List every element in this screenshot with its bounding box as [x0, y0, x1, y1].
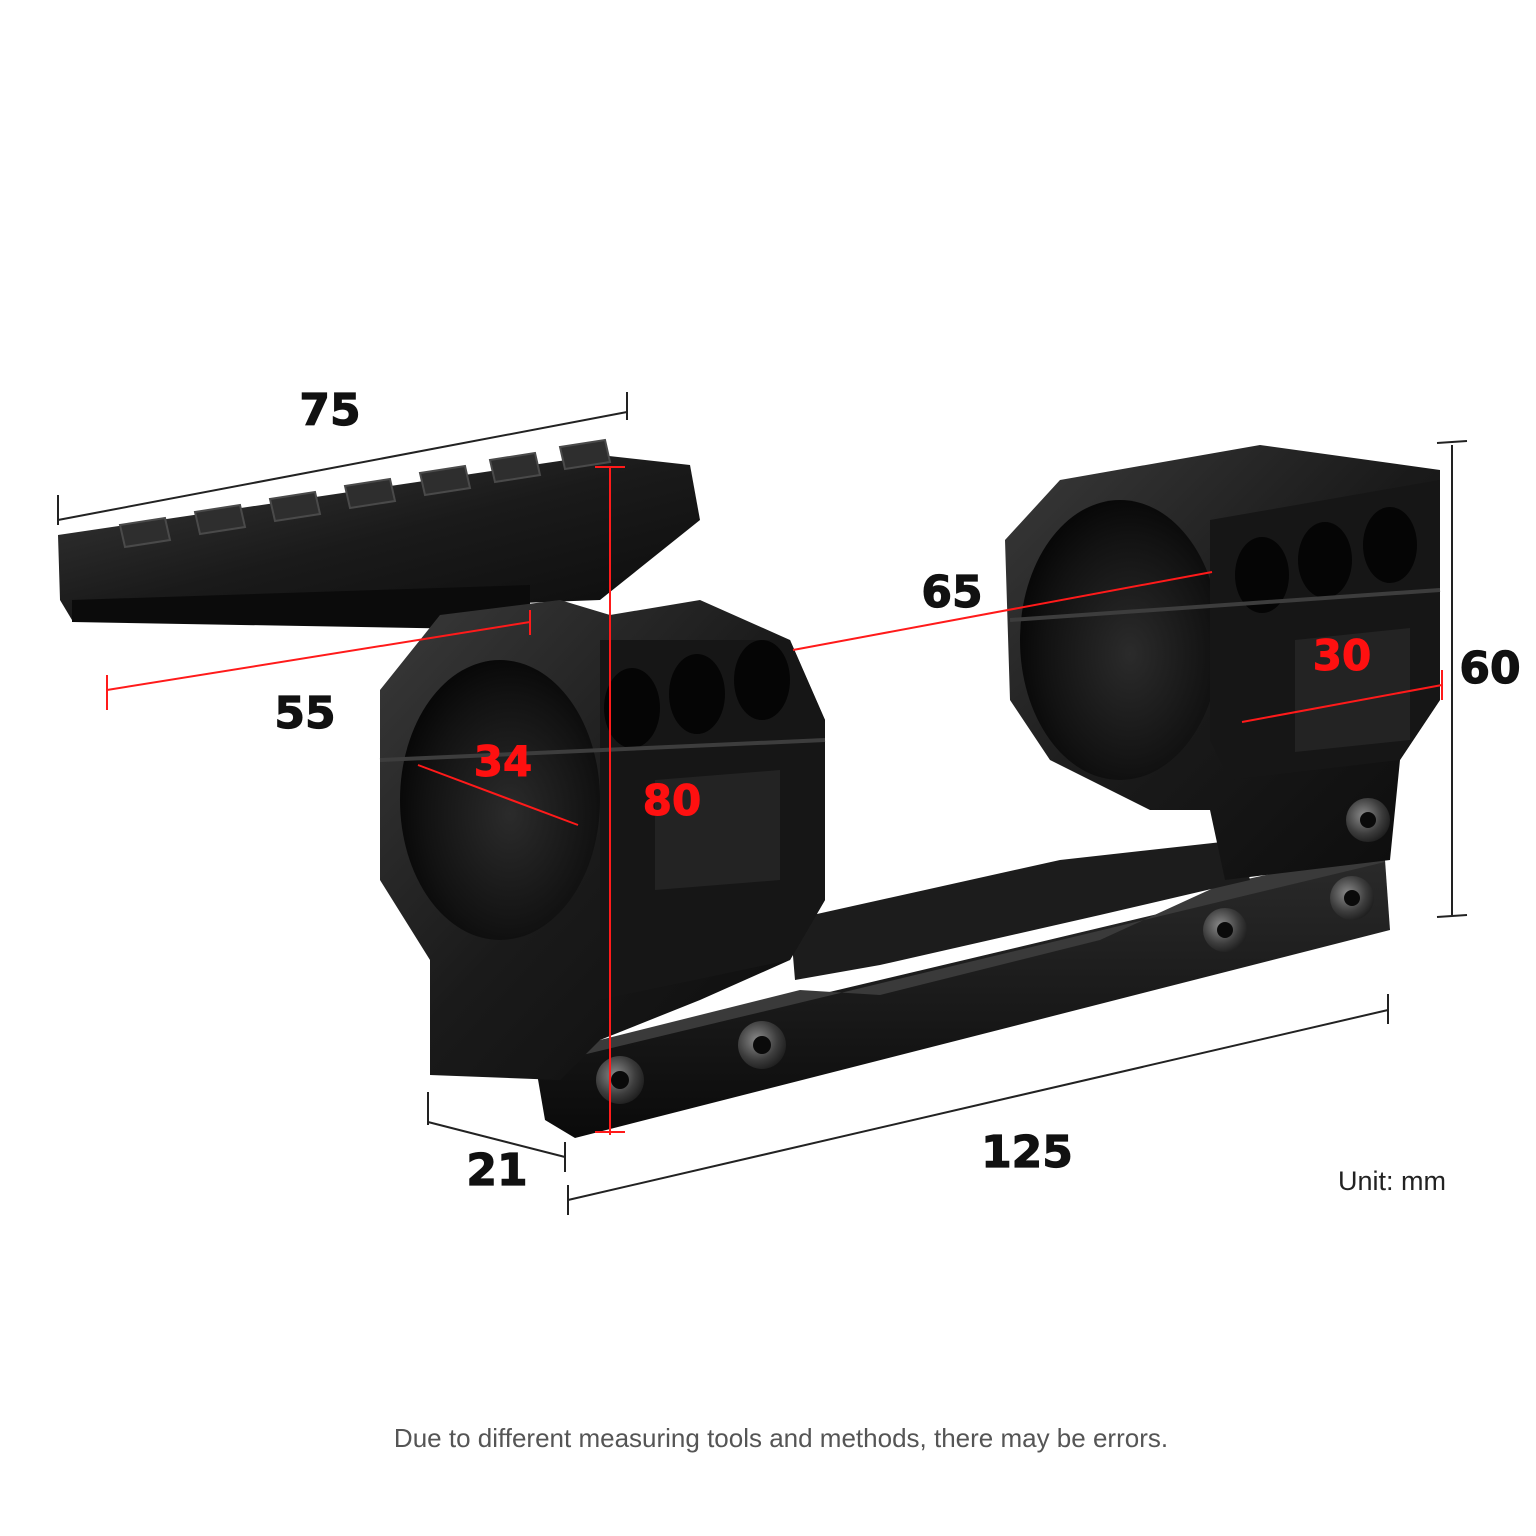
- rail-teeth: [118, 438, 612, 549]
- right-ring-holes: [1235, 507, 1417, 613]
- mount-base: [535, 860, 1390, 1138]
- top-rail: [58, 455, 700, 620]
- dim-label-ring-width: 30: [1313, 631, 1371, 680]
- mount-screws: [596, 798, 1390, 1104]
- dim-label-base-width: 21: [466, 1145, 527, 1196]
- right-ring-seam: [1009, 588, 1441, 622]
- red-dimension-lines: [106, 466, 1443, 1135]
- left-ring-seam: [379, 738, 826, 762]
- left-ring-holes: [604, 640, 790, 748]
- dim-label-rail-length: 75: [299, 385, 360, 436]
- dim-label-total-height: 60: [1459, 643, 1520, 694]
- unit-label: Unit: mm: [1338, 1166, 1446, 1196]
- dim-label-base-length: 125: [981, 1127, 1073, 1178]
- left-ring-clamp: [655, 770, 780, 890]
- measurement-disclaimer: Due to different measuring tools and met…: [394, 1423, 1168, 1453]
- dim-label-ring-spacing: 65: [921, 567, 982, 618]
- right-ring-bore: [1020, 500, 1220, 780]
- mount-bridge: [790, 840, 1250, 980]
- dim-label-ring-inner-diameter: 34: [474, 737, 532, 786]
- scope-mount: [58, 438, 1441, 1138]
- dim-label-ring-offset: 55: [274, 688, 335, 739]
- left-ring-bore: [400, 660, 600, 940]
- black-dimension-lines: [57, 392, 1468, 1215]
- dim-label-center-height: 80: [643, 776, 701, 825]
- mount-base-top: [540, 850, 1385, 1064]
- right-ring-clamp: [1295, 628, 1410, 752]
- top-rail-underside: [72, 585, 530, 630]
